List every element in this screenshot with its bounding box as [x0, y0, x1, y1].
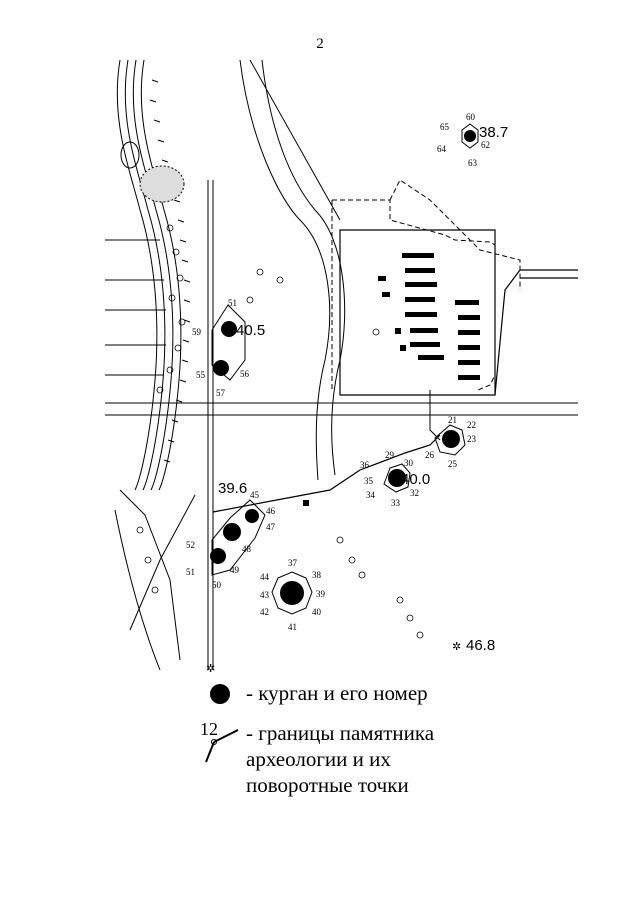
point-label: 64	[437, 144, 447, 154]
point-label: 38	[312, 570, 322, 580]
elevation-label: 40.5	[236, 322, 265, 339]
point-label: 26	[425, 450, 435, 460]
point-label: 45	[250, 490, 260, 500]
elevation-label: 39.6	[218, 480, 247, 497]
point-label: 33	[391, 498, 401, 508]
point-label: 41	[288, 622, 297, 632]
point-label: 39	[316, 589, 326, 599]
point-label: 21	[448, 415, 457, 425]
point-label: 60	[466, 112, 476, 122]
point-label: 36	[360, 460, 370, 470]
point-label: 62	[481, 140, 490, 150]
legend-boundary-line: археологии и их	[246, 747, 391, 771]
point-label: 49	[230, 565, 240, 575]
kurgan-group-21: 21 22 23 26 25 29 30 36 35 34 33 32 40.0	[360, 415, 477, 508]
point-label: 34	[366, 490, 376, 500]
point-label: 32	[410, 488, 419, 498]
point-label: 35	[364, 476, 374, 486]
elevation-label: 38.7	[479, 124, 508, 141]
point-label: 30	[404, 458, 414, 468]
point-label: 57	[216, 388, 226, 398]
buildings	[303, 253, 480, 506]
legend-boundary-number: 12	[200, 719, 218, 739]
elevation-label: 40.0	[401, 471, 430, 488]
wetland-patch	[120, 141, 140, 169]
ravine	[239, 60, 346, 481]
point-label: 63	[468, 158, 478, 168]
boundary-symbol-icon	[205, 729, 239, 763]
kurgan-group-60: 60 65 62 64 63 38.7	[437, 112, 508, 168]
point-label: 51	[186, 567, 195, 577]
legend-boundary-line: поворотные точки	[246, 773, 409, 797]
point-label: 37	[288, 558, 298, 568]
wetland-patch	[139, 165, 185, 203]
main-road	[105, 402, 578, 416]
point-label: 29	[385, 450, 395, 460]
archaeological-site-map: 60 65 62 64 63 38.7 51 59 56 55 57 40.5 …	[105, 60, 578, 675]
point-label: 52	[186, 540, 195, 550]
vegetation-marks	[136, 224, 424, 639]
trail	[212, 434, 441, 513]
village-boundary	[331, 179, 521, 391]
point-label: 25	[448, 459, 458, 469]
point-label: 22	[467, 420, 476, 430]
point-label: 44	[260, 572, 270, 582]
point-label: 50	[212, 580, 222, 590]
page-number: 2	[316, 36, 324, 52]
kurgan-group-37: 37 38 39 40 41 42 43 44	[260, 558, 326, 632]
point-label: 43	[260, 590, 270, 600]
village-fence	[339, 229, 578, 396]
river-banks	[116, 60, 182, 491]
point-label: 47	[266, 522, 276, 532]
elevation-label: 46.8	[466, 637, 495, 654]
point-label: 56	[240, 369, 250, 379]
plot-lines	[105, 239, 166, 376]
legend-boundary-line: - границы памятника	[246, 721, 435, 745]
elevation-mark-icon: ✲	[206, 663, 215, 675]
point-label: 48	[242, 544, 252, 554]
legend-kurgan-text: - курган и его номер	[246, 681, 428, 705]
elevation-mark-icon: ✲	[452, 641, 461, 653]
boundary-diagonal	[249, 60, 341, 221]
point-label: 23	[467, 434, 477, 444]
point-label: 59	[192, 327, 202, 337]
kurgan-group-45: 45 46 47 48 52 51 49 50 39.6	[186, 480, 276, 590]
kurgan-group-51: 51 59 56 55 57 40.5	[192, 298, 265, 398]
point-label: 46	[266, 506, 276, 516]
point-label: 51	[228, 298, 237, 308]
point-label: 65	[440, 122, 450, 132]
point-label: 40	[312, 607, 322, 617]
point-label: 42	[260, 607, 269, 617]
kurgan-symbol-icon	[210, 684, 230, 704]
vertical-road	[207, 180, 214, 670]
river-hatch	[149, 79, 191, 463]
boundary-lines-lower	[114, 489, 196, 671]
point-label: 55	[196, 370, 206, 380]
